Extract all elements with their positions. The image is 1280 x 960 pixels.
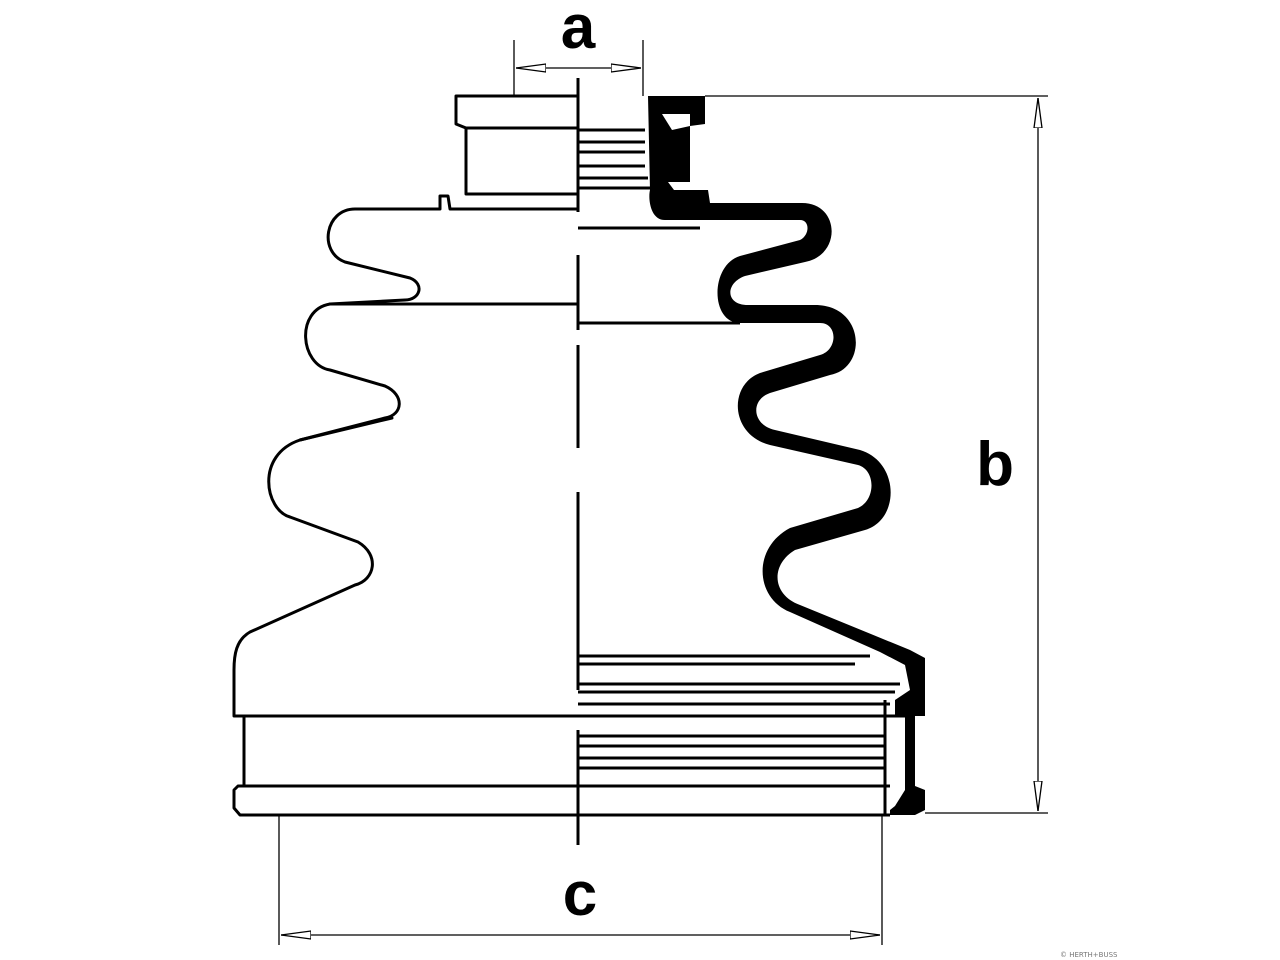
dimension-b-label: b	[976, 430, 1014, 499]
boot-right-section	[648, 96, 925, 815]
dimension-a	[513, 40, 644, 96]
boot-right-interior-lines	[578, 128, 905, 817]
watermark-text: © HERTH+BUSS	[1060, 951, 1118, 959]
dimension-a-label: a	[561, 0, 596, 62]
boot-left-outline	[232, 94, 580, 817]
dimension-c-label: c	[563, 860, 597, 929]
dimension-b	[705, 95, 1048, 814]
dimension-c	[278, 815, 883, 945]
